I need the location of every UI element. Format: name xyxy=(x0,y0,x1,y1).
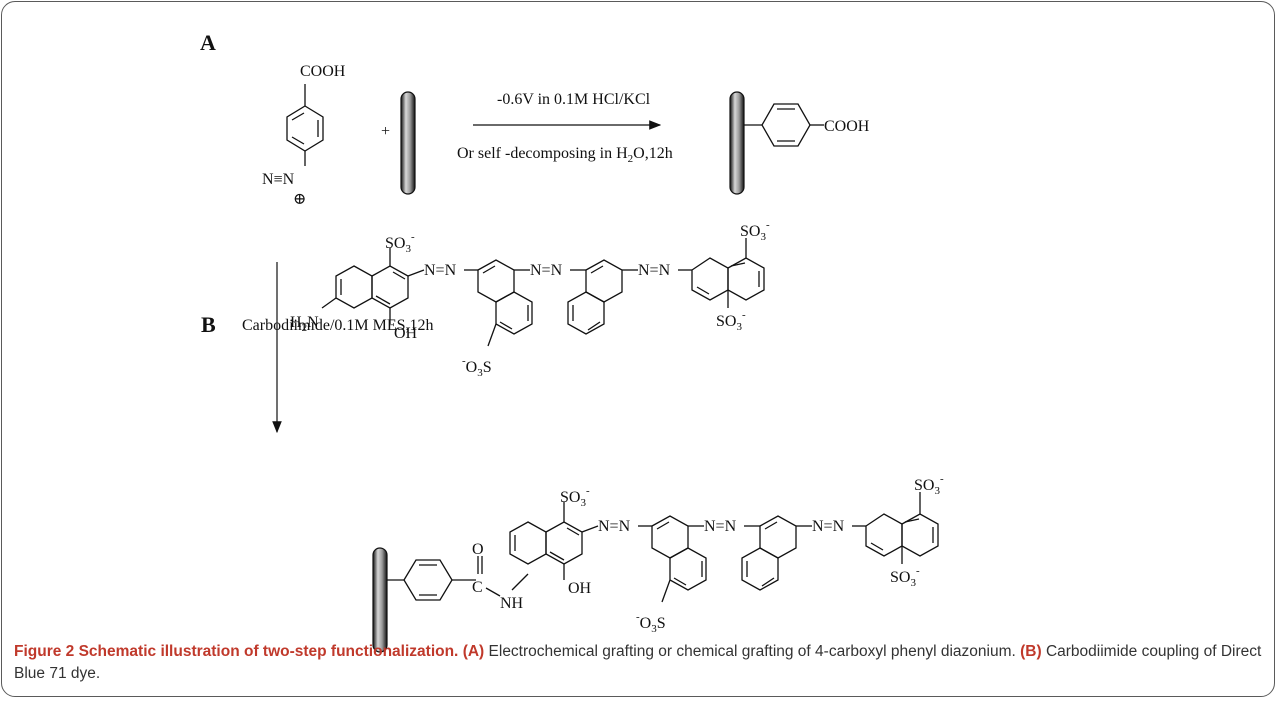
final-o3s-label: -O3S xyxy=(636,611,666,635)
amide-nh-label: NH xyxy=(500,595,524,612)
final-azo-label-3: N=N xyxy=(812,518,845,535)
final-oh-label: OH xyxy=(568,580,592,597)
electrode-rod-final-icon xyxy=(372,547,388,653)
electrode-rod-product-icon xyxy=(729,91,745,195)
cooh-label: COOH xyxy=(300,63,346,80)
final-azo-label-1: N=N xyxy=(598,518,631,535)
caption-b-text: Carbodiimide coupling of Direct Blue 71 … xyxy=(14,643,1262,682)
positive-charge-icon: ⊕ xyxy=(293,191,306,208)
direct-blue-71-dye: SO3- OH H2N N=N -O3S N=N N=N SO3- xyxy=(290,219,770,379)
final-so3-label: SO3- xyxy=(560,485,590,509)
so3-label: SO3- xyxy=(385,231,415,255)
plus-sign: + xyxy=(381,123,390,140)
product-cooh-label: COOH xyxy=(824,118,870,135)
figure-caption: Figure 2 Schematic illustration of two-s… xyxy=(14,641,1264,685)
azo-label-3: N=N xyxy=(638,262,671,279)
o3s-label: -O3S xyxy=(462,355,492,379)
panel-a-label: A xyxy=(200,30,216,55)
caption-b-tag: (B) xyxy=(1020,643,1042,660)
so3-label-2: SO3- xyxy=(740,219,770,243)
condition-a-bottom: Or self -decomposing in H2O,12h xyxy=(457,145,673,165)
azo-label-1: N=N xyxy=(424,262,457,279)
phenyl-cooh-product: COOH xyxy=(744,103,870,147)
final-so3-label-3: SO3- xyxy=(890,565,920,589)
caption-a-tag: (A) xyxy=(462,643,485,660)
carbonyl-c-label: C xyxy=(472,579,483,596)
azo-label-2: N=N xyxy=(530,262,563,279)
so3-label-3: SO3- xyxy=(716,309,746,333)
carbonyl-o-label: O xyxy=(472,541,484,558)
panel-b-label: B xyxy=(201,312,216,337)
diazonium-molecule: COOH N≡N ⊕ xyxy=(262,63,346,208)
h2n-label: H2N xyxy=(290,314,319,334)
oh-label: OH xyxy=(394,325,418,342)
dye-conjugate: O C NH SO3- OH N=N -O3S N=N xyxy=(387,473,944,635)
final-azo-label-2: N=N xyxy=(704,518,737,535)
caption-title: Figure 2 Schematic illustration of two-s… xyxy=(14,643,459,660)
electrode-rod-icon xyxy=(400,91,416,195)
condition-a-top: -0.6V in 0.1M HCl/KCl xyxy=(497,91,651,108)
final-so3-label-2: SO3- xyxy=(914,473,944,497)
diazonium-label: N≡N xyxy=(262,171,295,188)
condition-b: Carbodiimide/0.1M MES,12h xyxy=(242,317,434,334)
caption-a-text: Electrochemical grafting or chemical gra… xyxy=(488,643,1016,660)
